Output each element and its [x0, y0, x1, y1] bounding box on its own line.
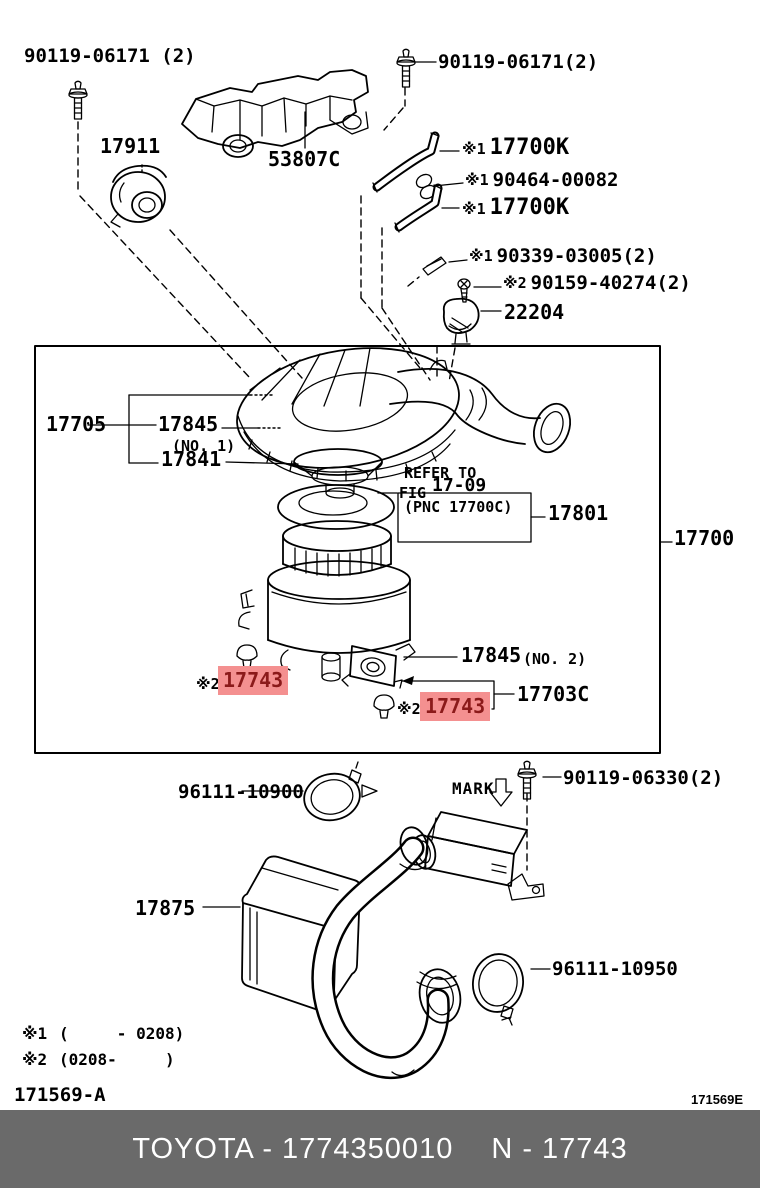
- part-intake-hose: [311, 826, 462, 1080]
- part-90339-pin: [422, 256, 447, 276]
- part-22204: [442, 297, 480, 345]
- mark-down-arrow-icon: [489, 778, 513, 807]
- footer-part-bar: TOYOTA - 1774350010 N - 17743: [0, 1110, 760, 1188]
- part-53807c: [181, 69, 369, 158]
- diagram-art: [34, 48, 673, 1080]
- part-17801-element: [277, 484, 395, 530]
- part-17743-clip-right: [373, 694, 395, 719]
- figure-code: 171569-A: [14, 1084, 106, 1106]
- label-22204: 22204: [504, 300, 565, 324]
- label-17845-no1: 17845: [158, 412, 219, 436]
- assembly-box: [34, 345, 661, 754]
- ref-mark-17743-left: ※2: [196, 675, 220, 693]
- label-17845-no1-suffix: (NO. 1): [172, 437, 236, 455]
- part-inlet-duct: [411, 811, 545, 901]
- part-lower-case: [238, 560, 416, 689]
- label-17705: 17705: [46, 412, 107, 436]
- part-clamp-10900: [303, 761, 378, 822]
- dashed-lines: [77, 87, 528, 871]
- part-17911: [110, 164, 167, 228]
- part-17743-clip-left: [236, 644, 258, 669]
- footer-catalog-part: N - 17743: [491, 1132, 628, 1165]
- part-90159-screw: [457, 278, 471, 303]
- footer-brand-part: TOYOTA - 1774350010: [132, 1132, 454, 1165]
- leader-lines: [87, 61, 673, 970]
- part-clamp-10950: [472, 953, 524, 1026]
- label-bolt-top-right: 90119-06171(2): [438, 51, 599, 73]
- ref-mark: ※1: [465, 171, 489, 189]
- highlight-17743-right[interactable]: 17743: [420, 692, 491, 721]
- part-17700k-lower: [394, 183, 443, 233]
- label-17700: 17700: [674, 526, 735, 550]
- highlight-17743-left[interactable]: 17743: [218, 666, 289, 695]
- label-refer-line1: REFER TO: [404, 464, 477, 482]
- legend-range-2: (0208- ): [59, 1050, 175, 1069]
- bolt-top-left-icon: [68, 80, 88, 120]
- legend-mark-1: ※1: [22, 1024, 48, 1043]
- part-filter-cartridge: [282, 520, 392, 577]
- ref-mark: ※1: [469, 247, 493, 265]
- label-17841: 17841: [161, 447, 222, 471]
- ref-mark: ※1: [462, 140, 486, 158]
- ref-mark: ※2: [503, 274, 527, 292]
- label-96111-10900: 96111-10900: [178, 781, 304, 803]
- ref-mark-17743-right: ※2: [397, 700, 421, 718]
- label-17845-no2-suffix: (NO. 2): [523, 650, 587, 668]
- part-air-cleaner-cap: [236, 347, 460, 482]
- label-17875: 17875: [135, 896, 196, 920]
- legend-range-1: ( - 0208): [59, 1024, 185, 1043]
- sheet-code: 171569E: [691, 1092, 744, 1107]
- label-53807c: 53807C: [268, 147, 341, 171]
- label-17845-no2: 17845: [461, 643, 522, 667]
- label-17801: 17801: [548, 501, 609, 525]
- label-bolt-top-left: 90119-06171 (2): [24, 45, 196, 67]
- legend-mark-2: ※2: [22, 1050, 48, 1069]
- label-refer-fignum: 17-09: [432, 475, 487, 496]
- part-17700k-upper: [372, 131, 440, 193]
- label-mark: MARK: [452, 779, 495, 798]
- label-96111-10950: 96111-10950: [552, 958, 678, 980]
- part-snorkel: [389, 359, 572, 454]
- label-90119-06330: 90119-06330(2): [563, 767, 724, 789]
- label-refer-pnc: (PNC 17700C): [404, 498, 513, 516]
- label-refer-fig: FIG: [399, 484, 427, 502]
- label-17703c: 17703C: [517, 682, 590, 706]
- label-17911: 17911: [100, 134, 161, 158]
- bolt-top-right-icon: [396, 48, 416, 88]
- ref-mark: ※1: [462, 200, 486, 218]
